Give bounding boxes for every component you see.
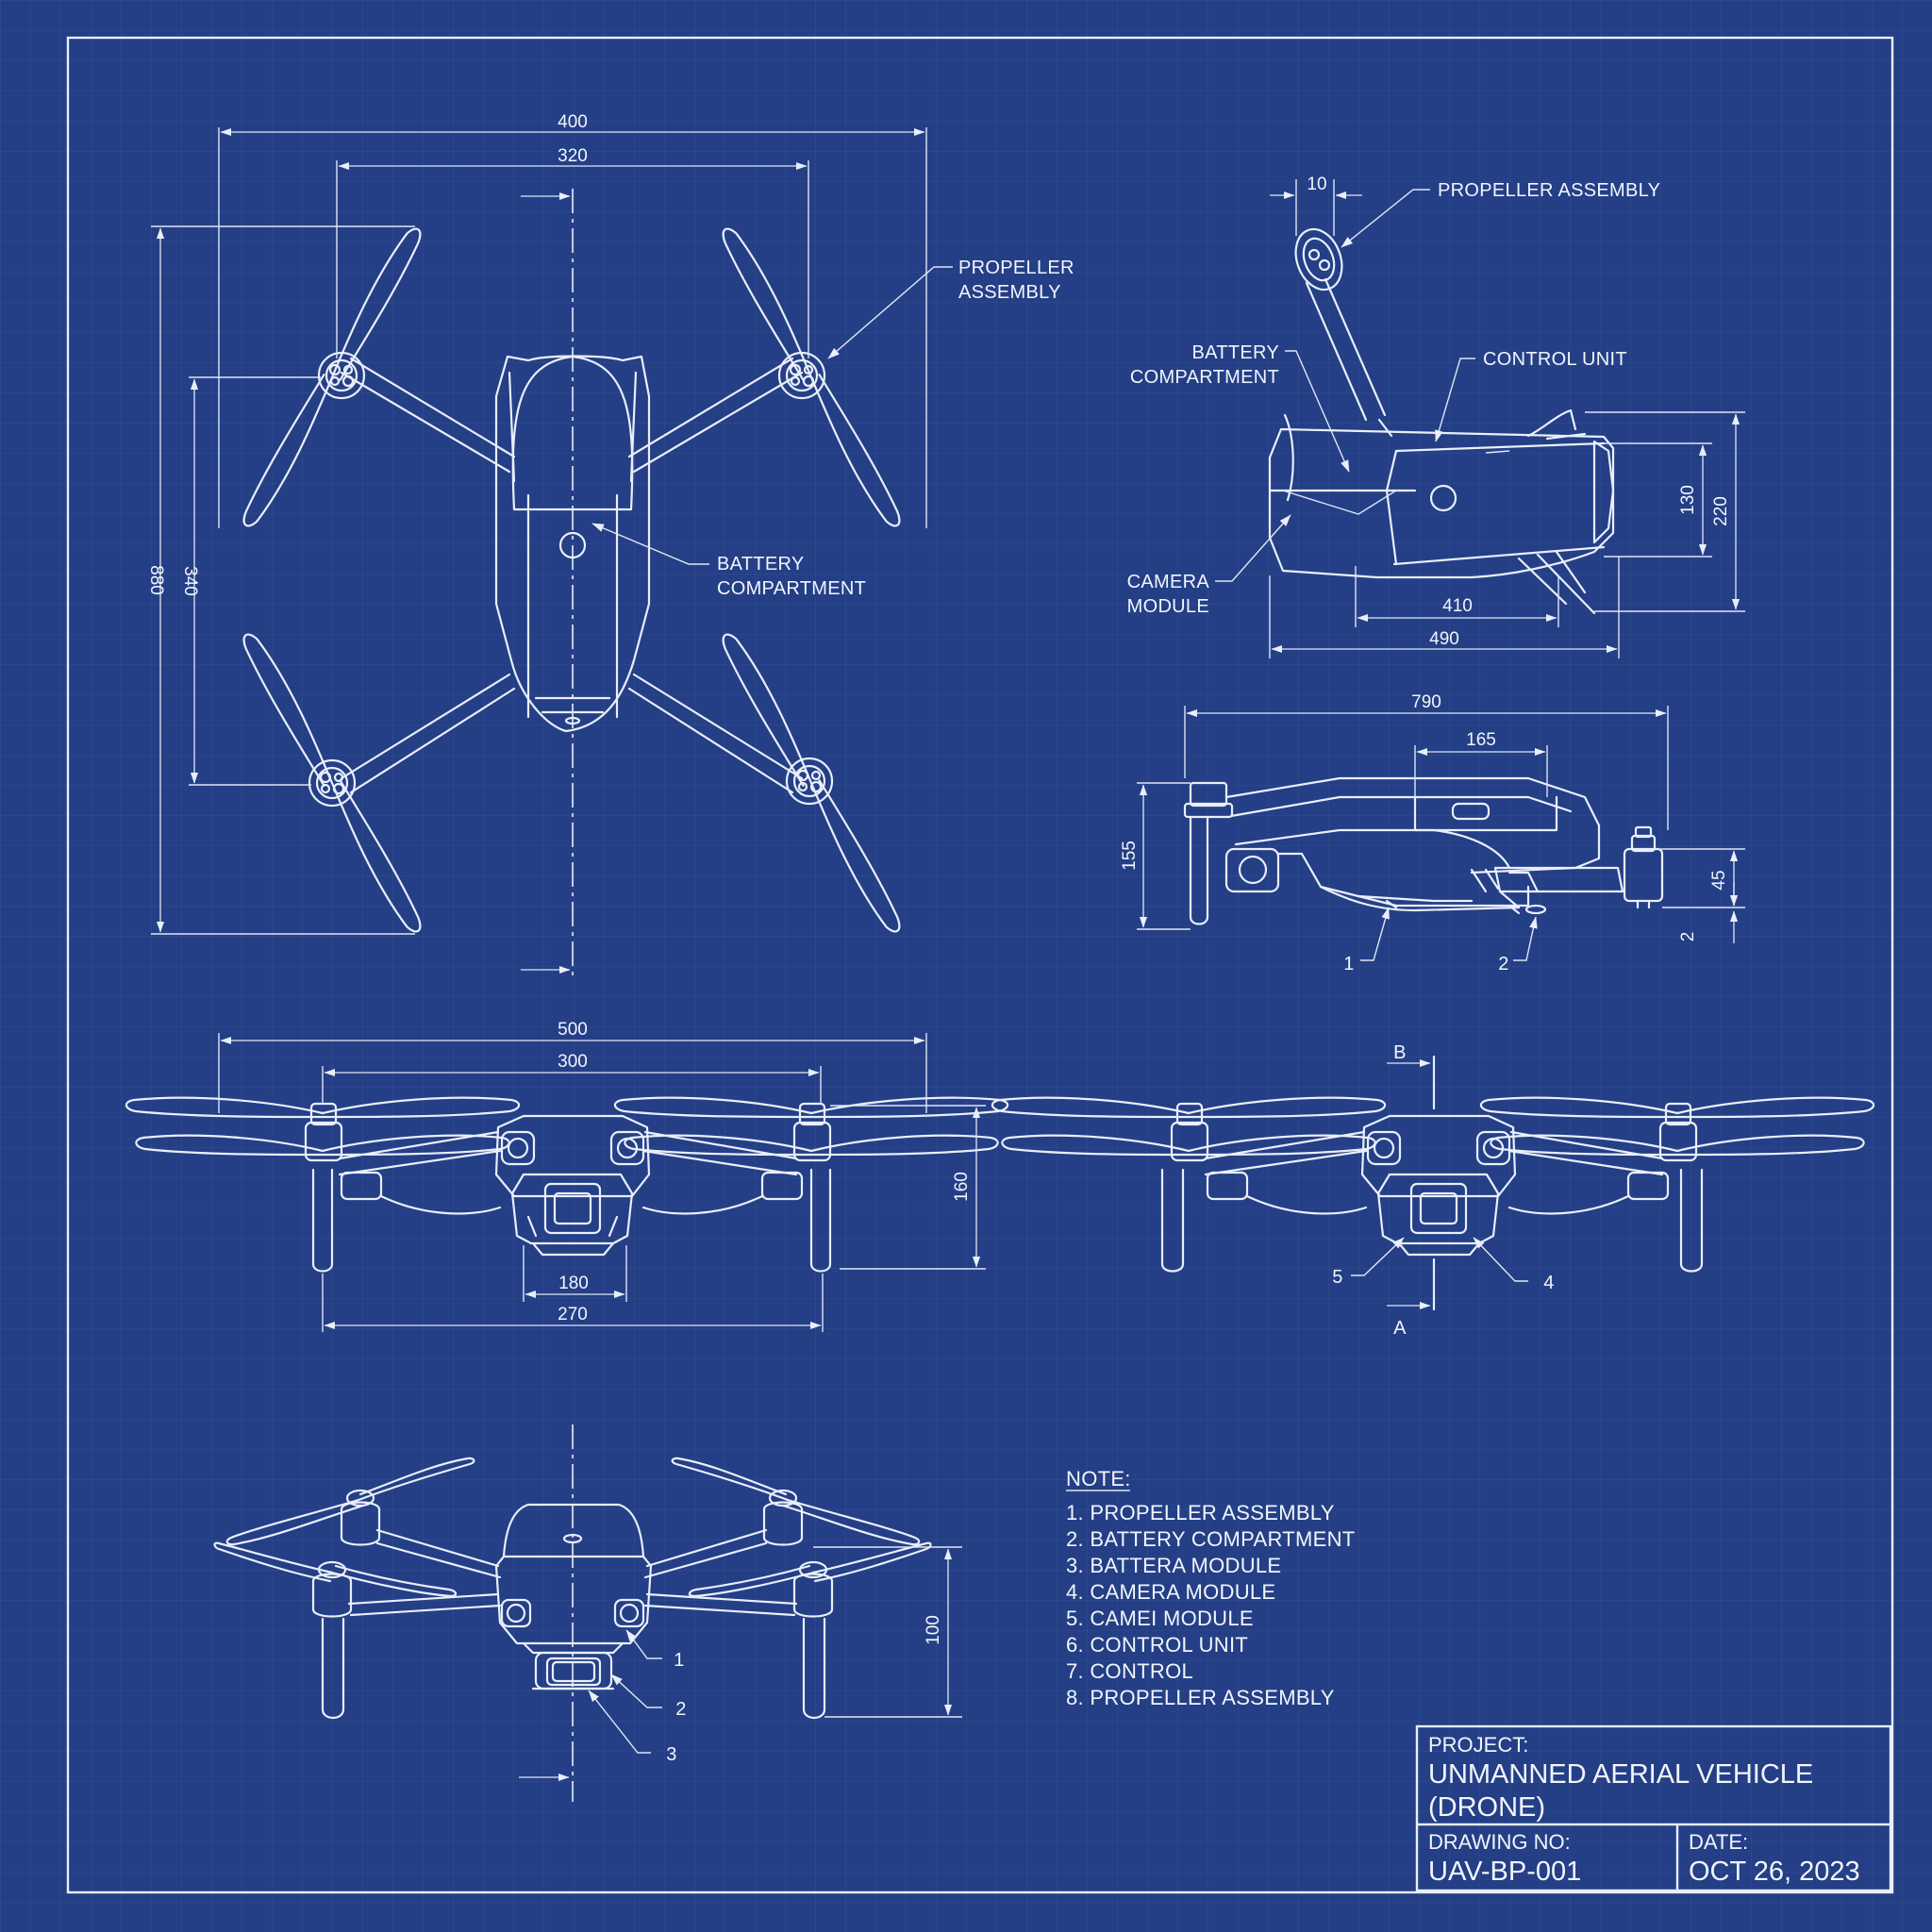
callout-profile-1: 1	[1343, 954, 1354, 974]
note-item-5: 5. CAMEI MODULE	[1066, 1607, 1254, 1630]
label-battery-line2: COMPARTMENT	[717, 578, 866, 599]
dim-perspective-100: 100	[924, 1615, 943, 1645]
label-battery-line1: BATTERY	[717, 554, 805, 575]
note-item-7: 7. CONTROL	[1066, 1659, 1193, 1683]
date-label: DATE:	[1689, 1830, 1748, 1854]
label-side-propeller: PROPELLER ASSEMBLY	[1438, 180, 1660, 201]
profile-view: 790 165 155 45 2 1 2	[1120, 692, 1745, 974]
project-label: PROJECT:	[1428, 1733, 1528, 1757]
dim-front-300: 300	[558, 1052, 588, 1072]
project-name-line2: (DRONE)	[1428, 1792, 1545, 1823]
label-side-battery-line2: COMPARTMENT	[1130, 367, 1279, 388]
top-view: 400 320 880 340 PROPELLER ASSEMBLY BATTE…	[146, 112, 1074, 981]
title-block: PROJECT: UNMANNED AERIAL VEHICLE (DRONE)…	[1415, 1724, 1892, 1892]
note-item-3: 3. BATTERA MODULE	[1066, 1554, 1281, 1577]
dim-top-400: 400	[558, 112, 588, 132]
date-value: OCT 26, 2023	[1689, 1857, 1860, 1887]
label-side-camera-line1: CAMERA	[1127, 572, 1210, 592]
dim-side-220: 220	[1711, 496, 1731, 526]
callout-section-5: 5	[1332, 1267, 1342, 1288]
section-marker-a: A	[1393, 1318, 1407, 1339]
callout-perspective-3: 3	[666, 1744, 676, 1765]
drawing-no-value: UAV-BP-001	[1428, 1857, 1581, 1887]
callout-profile-2: 2	[1498, 954, 1508, 974]
dim-side-490: 490	[1429, 629, 1459, 649]
dim-profile-165: 165	[1466, 730, 1496, 750]
note-item-8: 8. PROPELLER ASSEMBLY	[1066, 1686, 1335, 1709]
front-view: 500 300 180 270 160	[125, 1020, 1009, 1332]
dim-profile-790: 790	[1411, 692, 1441, 712]
drawing-no-label: DRAWING NO:	[1428, 1830, 1571, 1854]
note-item-6: 6. CONTROL UNIT	[1066, 1633, 1248, 1657]
dim-top-320: 320	[558, 146, 588, 166]
dim-top-340: 340	[180, 566, 200, 596]
label-side-battery-line1: BATTERY	[1192, 342, 1280, 363]
label-propeller-line2: ASSEMBLY	[958, 282, 1061, 303]
dim-front-500: 500	[558, 1020, 588, 1040]
dim-front-180: 180	[558, 1274, 589, 1293]
callout-perspective-2: 2	[675, 1699, 686, 1720]
note-item-2: 2. BATTERY COMPARTMENT	[1066, 1527, 1356, 1551]
project-name-line1: UNMANNED AERIAL VEHICLE	[1428, 1759, 1813, 1790]
section-view: B A 5 4	[991, 1042, 1875, 1339]
sheet-border	[66, 36, 1894, 1894]
callout-perspective-1: 1	[674, 1650, 684, 1671]
section-marker-b: B	[1393, 1042, 1407, 1063]
dim-front-270: 270	[558, 1305, 588, 1324]
dim-profile-45: 45	[1709, 870, 1729, 890]
dim-profile-2: 2	[1678, 932, 1698, 942]
notes-title: NOTE:	[1066, 1467, 1131, 1491]
perspective-view: 100 1 2 3	[213, 1424, 962, 1802]
dim-front-160: 160	[952, 1172, 972, 1202]
label-propeller-line1: PROPELLER	[958, 258, 1074, 278]
dim-side-130: 130	[1678, 485, 1698, 515]
side-view: 10 410 490 130 220 PROPELLER ASSEMBLY BA…	[1127, 175, 1745, 658]
label-side-camera-line2: MODULE	[1127, 596, 1209, 617]
dim-side-410: 410	[1442, 596, 1473, 616]
dim-top-880: 880	[146, 565, 166, 595]
note-item-1: 1. PROPELLER ASSEMBLY	[1066, 1501, 1335, 1524]
note-item-4: 4. CAMERA MODULE	[1066, 1580, 1275, 1604]
notes-block: NOTE: 1. PROPELLER ASSEMBLY 2. BATTERY C…	[1066, 1467, 1356, 1709]
dim-profile-155: 155	[1120, 841, 1140, 871]
label-side-control: CONTROL UNIT	[1483, 349, 1627, 370]
dim-side-10: 10	[1307, 175, 1326, 194]
callout-section-4: 4	[1543, 1273, 1554, 1293]
